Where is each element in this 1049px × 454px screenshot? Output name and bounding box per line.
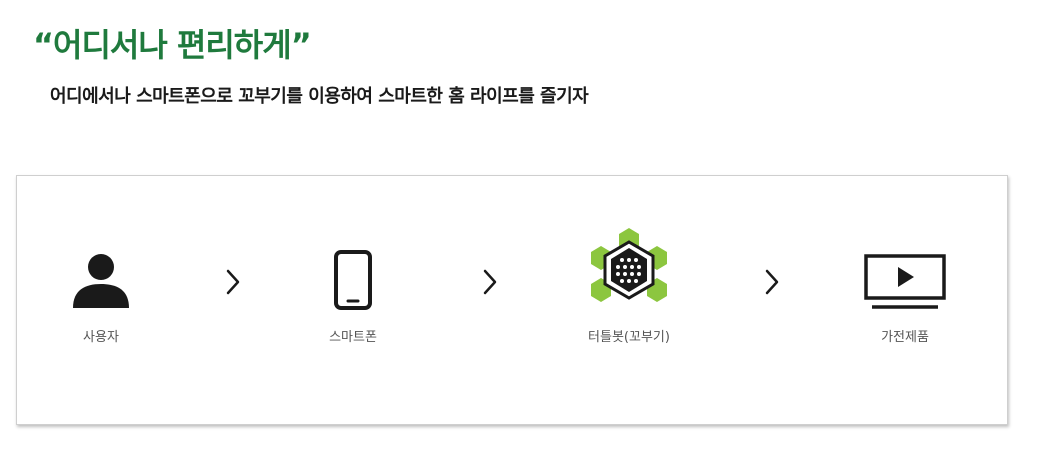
flow-step-smartphone: 스마트폰 — [283, 246, 423, 345]
flow-step-user: 사용자 — [31, 246, 171, 345]
flow-step-turtlebot: 터틀봇(꼬부기) — [559, 228, 699, 345]
page-subtitle: 어디에서나 스마트폰으로 꼬부기를 이용하여 스마트한 홈 라이프를 즐기자 — [50, 86, 589, 107]
flow-panel: 사용자 스마트폰 — [16, 175, 1008, 425]
user-icon — [73, 254, 129, 308]
flow-step-label: 스마트폰 — [329, 330, 377, 345]
smartphone-icon — [334, 250, 372, 310]
chevron-right-icon — [765, 269, 779, 295]
tv-play-icon — [864, 254, 946, 309]
page-title: “어디서나 편리하게” — [33, 26, 312, 64]
chevron-right-icon — [483, 269, 497, 295]
flow-step-label: 사용자 — [83, 330, 119, 345]
flow-step-appliance: 가전제품 — [835, 246, 975, 345]
chevron-right-icon — [226, 269, 240, 295]
flow-step-label: 가전제품 — [881, 330, 929, 345]
turtlebot-icon — [591, 228, 667, 302]
flow-step-label: 터틀봇(꼬부기) — [588, 330, 670, 345]
